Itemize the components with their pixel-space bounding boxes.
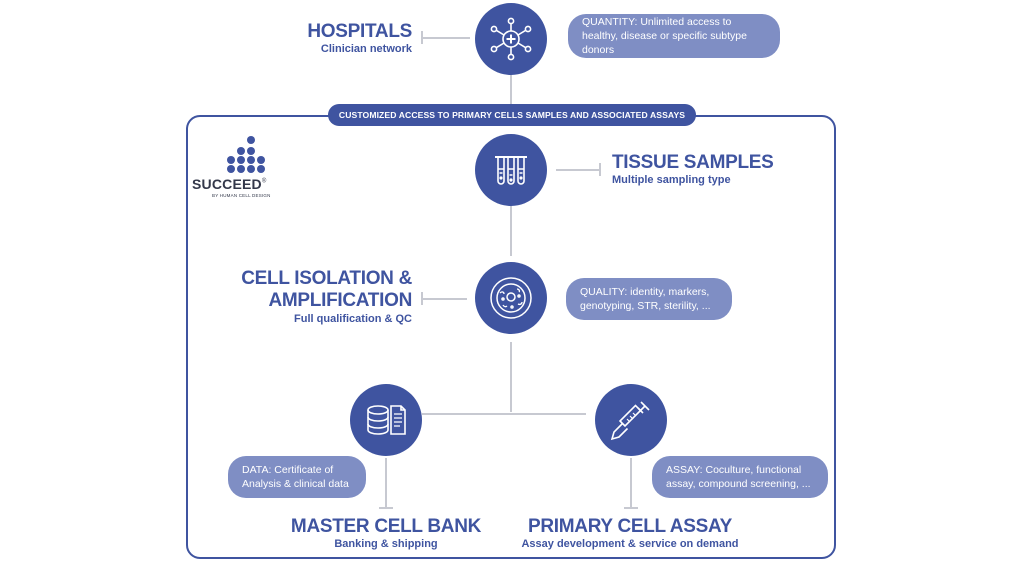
quantity-note-text: QUANTITY: Unlimited access to healthy, d… bbox=[582, 16, 747, 56]
connector-horizontal-split bbox=[422, 413, 586, 415]
connector-hospitals-label bbox=[422, 37, 470, 39]
connector-isolation-label-tick bbox=[421, 292, 423, 305]
hospitals-title: HOSPITALS bbox=[307, 21, 412, 42]
logo-registered: ® bbox=[261, 178, 267, 185]
connector-isolation-label bbox=[421, 298, 467, 300]
isolation-label: CELL ISOLATION & AMPLIFICATION Full qual… bbox=[216, 268, 412, 326]
test-tubes-icon bbox=[495, 156, 527, 185]
assay-label: PRIMARY CELL ASSAY Assay development & s… bbox=[500, 516, 760, 551]
hospitals-label: HOSPITALS Clinician network bbox=[256, 21, 412, 56]
connector-isolation-vertical bbox=[510, 342, 512, 412]
connector-assay-tick bbox=[624, 507, 638, 509]
bank-title: MASTER CELL BANK bbox=[290, 516, 482, 537]
isolation-title-line1: CELL ISOLATION & bbox=[241, 268, 412, 289]
connector-tissue-vertical bbox=[510, 204, 512, 256]
syringe-pipette-icon bbox=[610, 401, 650, 441]
tissue-node bbox=[475, 134, 547, 206]
cell-petri-dish-icon bbox=[490, 277, 532, 319]
connector-tissue-label bbox=[556, 169, 600, 171]
connector-tissue-label-tick bbox=[599, 163, 601, 176]
tissue-subtitle: Multiple sampling type bbox=[612, 174, 731, 186]
bank-label: MASTER CELL BANK Banking & shipping bbox=[270, 516, 502, 551]
succeed-logo: SUCCEED® BY HUMAN CELL DESIGN bbox=[190, 134, 280, 200]
connector-bank-vertical bbox=[385, 458, 387, 508]
tissue-title: TISSUE SAMPLES bbox=[612, 152, 774, 173]
connector-hospitals-vertical bbox=[510, 74, 512, 104]
quantity-note: QUANTITY: Unlimited access to healthy, d… bbox=[568, 14, 780, 58]
logo-brand: SUCCEED bbox=[192, 176, 262, 192]
logo-tagline: BY HUMAN CELL DESIGN bbox=[212, 193, 271, 198]
quality-note: QUALITY: identity, markers, genotyping, … bbox=[566, 278, 732, 320]
hospitals-node bbox=[475, 3, 547, 75]
hospitals-subtitle: Clinician network bbox=[320, 43, 412, 55]
banner: CUSTOMIZED ACCESS TO PRIMARY CELLS SAMPL… bbox=[328, 104, 696, 126]
assay-title: PRIMARY CELL ASSAY bbox=[528, 516, 732, 537]
connector-hospitals-label-tick bbox=[421, 31, 423, 44]
network-cross-icon bbox=[490, 17, 532, 61]
assay-node bbox=[595, 384, 667, 456]
connector-bank-tick bbox=[379, 507, 393, 509]
isolation-title-line2: AMPLIFICATION bbox=[268, 290, 412, 311]
data-note: DATA: Certificate of Analysis & clinical… bbox=[228, 456, 366, 498]
isolation-subtitle: Full qualification & QC bbox=[294, 313, 412, 325]
data-note-text: DATA: Certificate of Analysis & clinical… bbox=[242, 464, 349, 490]
isolation-node bbox=[475, 262, 547, 334]
tissue-label: TISSUE SAMPLES Multiple sampling type bbox=[612, 152, 812, 187]
assay-subtitle: Assay development & service on demand bbox=[521, 538, 739, 550]
connector-assay-vertical bbox=[630, 458, 632, 508]
quality-note-text: QUALITY: identity, markers, genotyping, … bbox=[580, 286, 711, 312]
assay-note: ASSAY: Coculture, functional assay, comp… bbox=[652, 456, 828, 498]
logo-dots-icon bbox=[220, 134, 266, 173]
bank-subtitle: Banking & shipping bbox=[334, 538, 438, 550]
bank-node bbox=[350, 384, 422, 456]
logo-wordmark: SUCCEED® bbox=[192, 176, 266, 194]
database-document-icon bbox=[367, 405, 406, 435]
assay-note-text: ASSAY: Coculture, functional assay, comp… bbox=[666, 464, 811, 490]
